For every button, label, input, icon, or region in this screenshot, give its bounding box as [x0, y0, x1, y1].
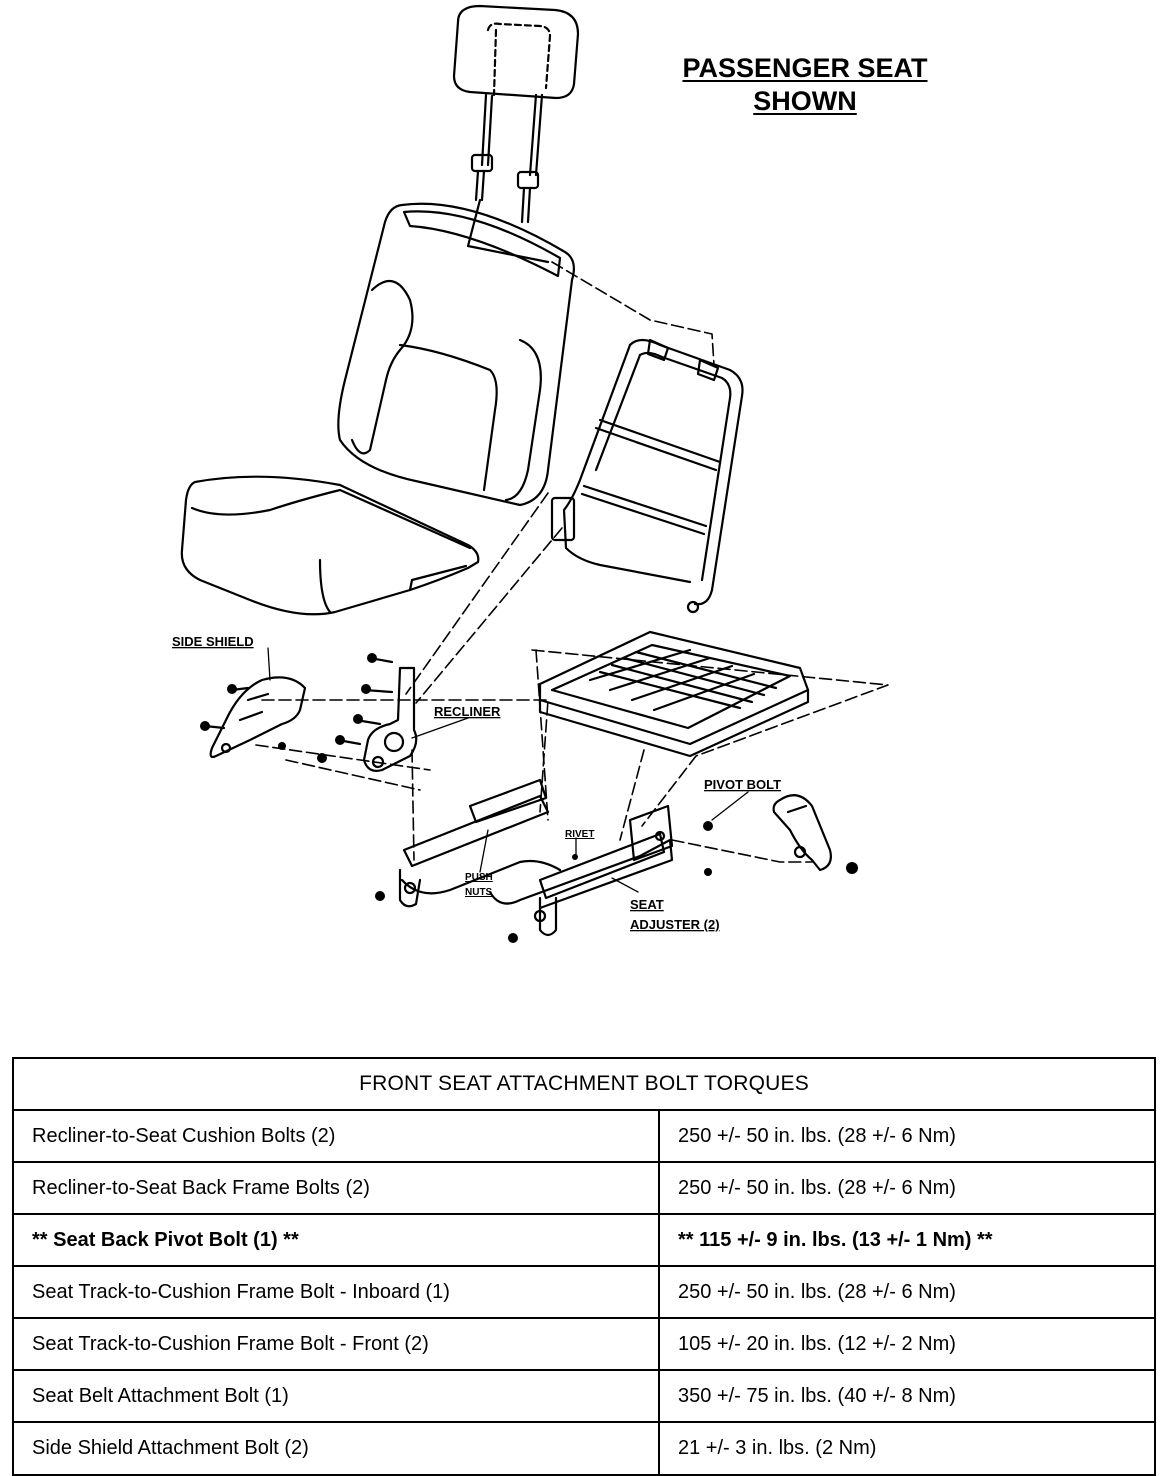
part-cell: Seat Track-to-Cushion Frame Bolt - Front… [14, 1319, 660, 1369]
torque-cell: 21 +/- 3 in. lbs. (2 Nm) [678, 1437, 877, 1459]
recliner [336, 656, 418, 772]
table-row: ** Seat Back Pivot Bolt (1) ** ** 115 +/… [14, 1215, 1154, 1267]
table-row: Seat Track-to-Cushion Frame Bolt - Front… [14, 1319, 1154, 1371]
torque-cell: 350 +/- 75 in. lbs. (40 +/- 8 Nm) [678, 1384, 956, 1407]
table-row: Recliner-to-Seat Back Frame Bolts (2) 25… [14, 1163, 1154, 1215]
torque-cell: 250 +/- 50 in. lbs. (28 +/- 6 Nm) [678, 1280, 956, 1303]
torque-cell: 250 +/- 50 in. lbs. (28 +/- 6 Nm) [678, 1124, 956, 1147]
seat-exploded-diagram: SIDE SHIELD RECLINER PIVOT BOLT RIVET PU… [172, 4, 889, 943]
callout-adjuster: ADJUSTER (2) [630, 917, 720, 932]
torque-cell: ** 115 +/- 9 in. lbs. (13 +/- 1 Nm) ** [678, 1228, 993, 1251]
part-cell: Seat Belt Attachment Bolt (1) [14, 1371, 660, 1421]
seat-bottom-cushion [180, 475, 480, 616]
leader-lines [267, 647, 749, 893]
headrest [452, 4, 580, 264]
callout-rivet: RIVET [565, 829, 594, 840]
table-row: Side Shield Attachment Bolt (2) 21 +/- 3… [14, 1423, 1154, 1474]
diagram-title: PASSENGER SEAT SHOWN [640, 52, 970, 118]
torque-table: FRONT SEAT ATTACHMENT BOLT TORQUES Recli… [12, 1057, 1156, 1476]
callout-recliner: RECLINER [434, 704, 501, 719]
table-row: Seat Belt Attachment Bolt (1) 350 +/- 75… [14, 1371, 1154, 1423]
part-cell: Recliner-to-Seat Cushion Bolts (2) [14, 1111, 660, 1161]
callout-nuts: NUTS [465, 887, 493, 898]
cushion-frame [538, 630, 810, 758]
part-cell: Side Shield Attachment Bolt (2) [14, 1423, 660, 1474]
torque-cell: 250 +/- 50 in. lbs. (28 +/- 6 Nm) [678, 1176, 956, 1199]
explosion-lines [255, 261, 889, 863]
callout-pivot-bolt: PIVOT BOLT [704, 777, 781, 792]
seat-adjuster [398, 778, 674, 937]
part-cell: Recliner-to-Seat Back Frame Bolts (2) [14, 1163, 660, 1213]
side-shield [203, 676, 307, 759]
seat-belt-buckle [772, 794, 832, 872]
torque-cell: 105 +/- 20 in. lbs. (12 +/- 2 Nm) [678, 1332, 956, 1355]
title-line-2: SHOWN [753, 86, 857, 116]
bolts [200, 653, 858, 943]
table-row: Recliner-to-Seat Cushion Bolts (2) 250 +… [14, 1111, 1154, 1163]
part-cell: ** Seat Back Pivot Bolt (1) ** [14, 1215, 660, 1265]
seat-back-cushion [337, 202, 575, 507]
table-row: Seat Track-to-Cushion Frame Bolt - Inboa… [14, 1267, 1154, 1319]
callout-seat: SEAT [630, 897, 664, 912]
part-cell: Seat Track-to-Cushion Frame Bolt - Inboa… [14, 1267, 660, 1317]
seat-back-frame [550, 338, 744, 614]
callout-side-shield: SIDE SHIELD [172, 634, 254, 649]
title-line-1: PASSENGER SEAT [682, 53, 928, 83]
callout-push: PUSH [465, 872, 493, 883]
torque-table-header: FRONT SEAT ATTACHMENT BOLT TORQUES [14, 1059, 1154, 1111]
